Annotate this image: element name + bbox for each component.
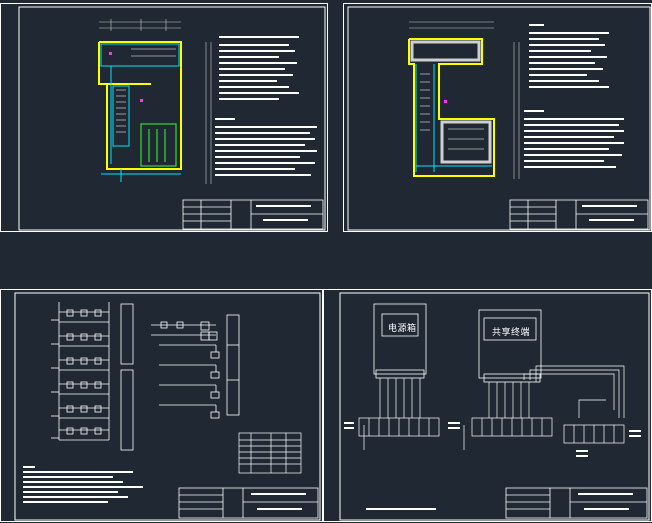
title-block-text xyxy=(578,493,633,510)
power-box-outline xyxy=(373,303,427,375)
marker-magenta xyxy=(140,99,143,102)
relay-schematic xyxy=(151,314,240,419)
notes-text xyxy=(23,466,143,503)
terminal-rows xyxy=(358,417,625,444)
title-block-text xyxy=(582,205,637,221)
drawing-sheet-2[interactable] xyxy=(343,3,652,232)
title-block xyxy=(178,487,319,519)
equipment-boxes xyxy=(373,303,542,383)
furniture-blocks xyxy=(116,48,176,133)
building-walls xyxy=(408,38,495,177)
wires xyxy=(363,365,625,450)
terminal-box-label: 共享终端 xyxy=(492,328,531,338)
interior-partitions xyxy=(100,43,181,182)
wall-thick xyxy=(410,40,492,164)
legend-table xyxy=(238,432,302,474)
terminal-box-outline xyxy=(478,309,542,379)
furniture-blocks xyxy=(420,73,484,150)
inner-frame xyxy=(14,292,321,521)
power-box-label: 电源箱 xyxy=(388,324,417,334)
title-block-text xyxy=(256,205,311,221)
title-block xyxy=(182,199,324,230)
title-block xyxy=(509,199,649,230)
marker-magenta xyxy=(109,52,112,55)
inner-frame xyxy=(18,6,326,231)
drawing-sheet-3[interactable] xyxy=(0,289,323,522)
marker-magenta xyxy=(444,100,447,103)
green-zone xyxy=(140,123,177,167)
drawing-sheet-1[interactable] xyxy=(0,3,328,232)
dimension-lines xyxy=(409,21,520,179)
dimension-lines xyxy=(99,19,212,184)
connection-diagram-svg xyxy=(339,292,650,521)
notes-text xyxy=(524,24,624,168)
wiring-schematic-svg xyxy=(14,292,321,521)
notes-text xyxy=(215,36,317,176)
inner-frame xyxy=(347,6,651,231)
building-walls xyxy=(98,41,182,170)
floor-plan-1-svg xyxy=(18,6,326,231)
title-block-text xyxy=(251,493,306,510)
interior-partitions xyxy=(415,64,492,172)
drawing-sheet-4[interactable]: 电源箱 共享终端 xyxy=(323,289,652,522)
floor-plan-2-svg xyxy=(347,6,651,231)
inner-frame xyxy=(339,292,650,521)
title-block xyxy=(505,487,648,519)
small-labels xyxy=(344,422,641,510)
ladder-circuit xyxy=(51,302,134,451)
